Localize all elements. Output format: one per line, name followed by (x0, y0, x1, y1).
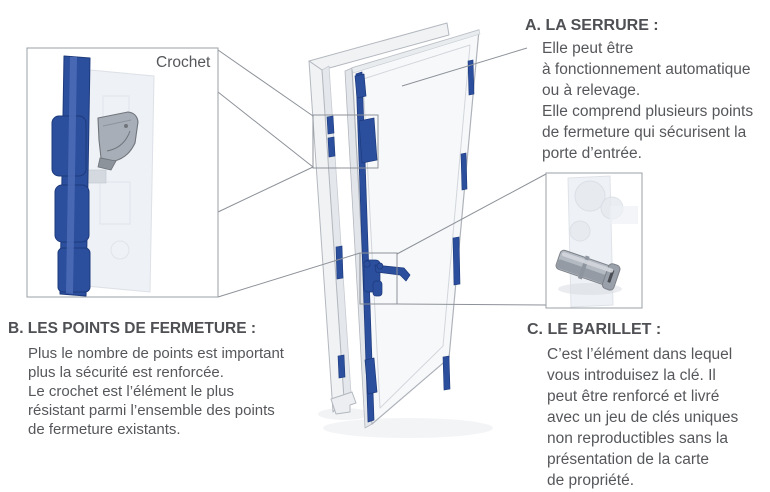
espagnolette-rail (354, 71, 378, 423)
leader-inset-to-lock-1 (217, 49, 314, 117)
inset-lock-rail (51, 55, 91, 297)
leader-handle-to-barillet-bottom (396, 303, 548, 306)
section-b-line: plus la sécurité est renforcée. (28, 364, 224, 381)
section-a-line: porte d’entrée. (542, 145, 642, 162)
section-a-line: à fonctionnement automatique (542, 61, 751, 78)
callout-rect-lock (312, 114, 379, 169)
section-b-line: Plus le nombre de points est important (28, 345, 284, 362)
section-b-line: Le crochet est l’élément le plus (28, 383, 234, 400)
section-c-body: C’est l’élément dans lequel vous introdu… (547, 344, 738, 491)
section-c-line: présentation de la carte (547, 451, 709, 468)
section-c-line: vous introduisez la clé. Il (547, 367, 716, 384)
section-c-line: C’est l’élément dans lequel (547, 346, 733, 363)
ghost-backplate (85, 69, 155, 293)
section-b-body: Plus le nombre de points est important p… (28, 344, 284, 439)
leader-inset-to-handle (217, 252, 361, 298)
section-b-heading: B. LES POINTS DE FERMETURE : (8, 320, 257, 337)
section-a-line: Elle comprend plusieurs points (542, 103, 754, 120)
section-b-line: de fermeture existants. (28, 421, 181, 438)
section-c-line: avec un jeu de clés uniques (547, 409, 739, 426)
hinge-icon (452, 236, 461, 286)
section-a-heading: A. LA SERRURE : (525, 17, 659, 34)
door-handle (363, 259, 411, 297)
section-b-line: résistant parmi l’ensemble des points (28, 402, 275, 419)
barillet-inset (545, 172, 643, 309)
hook-latch (364, 357, 378, 395)
section-c-heading: C. LE BARILLET : (527, 321, 662, 338)
section-a-line: Elle peut être (542, 40, 634, 57)
section-a-line: de fermeture qui sécurisent la (542, 124, 747, 141)
crochet-hook (97, 111, 139, 171)
leader-inset-to-lock-3 (217, 166, 314, 213)
section-a-line: ou à relevage. (542, 82, 641, 99)
section-c-line: non reproductibles sans la (547, 430, 728, 447)
handle-lever (374, 264, 411, 282)
lock-body (358, 117, 378, 164)
section-c-line: peut être renforcé et livré (547, 388, 720, 405)
callout-rect-handle (359, 252, 398, 305)
leader-handle-to-barillet-top (396, 173, 547, 255)
section-a-body: Elle peut être à fonctionnement automati… (542, 38, 753, 164)
top-latch (354, 73, 367, 99)
crochet-label: Crochet (156, 54, 211, 71)
frame-keepers (326, 115, 346, 379)
hinge-icon (442, 355, 451, 391)
crochet-inset (26, 47, 219, 298)
section-c-line: de propriété. (547, 472, 635, 489)
hinge-icon (460, 152, 468, 191)
cylinder (555, 249, 621, 291)
leader-inset-to-lock-2 (217, 91, 314, 168)
hinges (442, 59, 475, 391)
leader-section-a (401, 47, 528, 87)
hinge-icon (467, 59, 475, 96)
